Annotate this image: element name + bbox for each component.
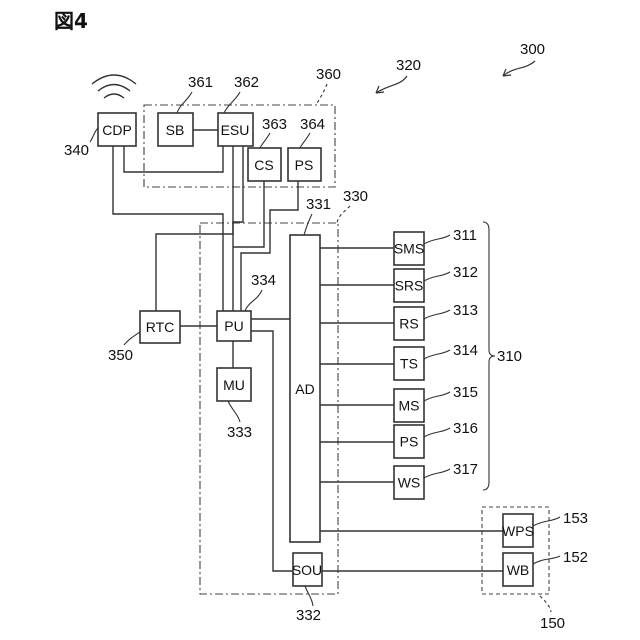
sensor-block-label: RS bbox=[399, 316, 418, 332]
sensor-leader bbox=[424, 428, 450, 437]
sensor-block-label: SMS bbox=[394, 241, 424, 257]
leader-333 bbox=[228, 401, 240, 422]
ref-332: 332 bbox=[296, 607, 321, 624]
block-mu-label: MU bbox=[223, 377, 245, 393]
ref-350: 350 bbox=[108, 347, 133, 364]
block-esu-label: ESU bbox=[221, 122, 250, 138]
sensor-block-label: TS bbox=[400, 356, 418, 372]
leader-364 bbox=[300, 133, 310, 148]
sensor-ref: 312 bbox=[453, 264, 478, 281]
sensor-block-label: WS bbox=[398, 475, 421, 491]
block-ps-364: PS bbox=[288, 148, 321, 181]
block-ad: AD bbox=[290, 235, 320, 542]
sensor-ref: 311 bbox=[453, 227, 477, 244]
sensor-block-label: SRS bbox=[395, 278, 424, 294]
sensor-leader bbox=[424, 310, 450, 319]
ref-333: 333 bbox=[227, 424, 252, 441]
leader-150 bbox=[540, 596, 551, 612]
block-pu: PU bbox=[217, 311, 251, 341]
ref-153: 153 bbox=[563, 510, 588, 527]
leader-340 bbox=[90, 128, 98, 142]
sensor-leader bbox=[424, 272, 450, 281]
leader-332 bbox=[305, 586, 313, 606]
ref-334: 334 bbox=[251, 272, 276, 289]
sensor-leader bbox=[424, 350, 450, 359]
ref-330: 330 bbox=[343, 188, 368, 205]
block-cdp: CDP bbox=[98, 113, 136, 146]
figure-title: 図4 bbox=[54, 9, 88, 33]
leader-362 bbox=[224, 92, 240, 113]
ref-310: 310 bbox=[497, 348, 522, 365]
sensor-block: TS 314 bbox=[394, 342, 478, 380]
ref-300: 300 bbox=[520, 41, 545, 58]
sensor-block: SRS 312 bbox=[394, 264, 478, 302]
block-sb: SB bbox=[158, 113, 193, 146]
sensor-block: WS 317 bbox=[394, 461, 478, 499]
sensor-block: SMS 311 bbox=[394, 227, 477, 265]
wireless-signal-icon bbox=[92, 75, 136, 98]
block-rtc-label: RTC bbox=[146, 319, 175, 335]
block-wps: WPS bbox=[502, 514, 534, 547]
leader-330 bbox=[337, 206, 350, 223]
block-sou-label: SOU bbox=[292, 562, 322, 578]
sensor-block-label: MS bbox=[399, 398, 420, 414]
leader-363 bbox=[260, 133, 270, 148]
sensor-ref: 313 bbox=[453, 302, 478, 319]
block-wps-label: WPS bbox=[502, 523, 534, 539]
ref-331: 331 bbox=[306, 196, 331, 213]
leader-152 bbox=[533, 556, 560, 564]
block-rtc: RTC bbox=[140, 311, 180, 343]
leader-153 bbox=[533, 517, 560, 526]
leader-334 bbox=[245, 290, 262, 311]
sensor-block: PS 316 bbox=[394, 420, 478, 458]
block-ps-364-label: PS bbox=[295, 157, 314, 173]
sensor-ref: 314 bbox=[453, 342, 478, 359]
leader-360 bbox=[316, 84, 327, 105]
sensor-block-label: PS bbox=[400, 434, 419, 450]
ref-150: 150 bbox=[540, 615, 565, 632]
ref-340: 340 bbox=[64, 142, 89, 159]
block-esu: ESU bbox=[218, 113, 253, 146]
sensor-leader bbox=[424, 469, 450, 478]
ref-364: 364 bbox=[300, 116, 325, 133]
ref-362: 362 bbox=[234, 74, 259, 91]
block-wb: WB bbox=[503, 553, 533, 586]
ref-152: 152 bbox=[563, 549, 588, 566]
ref-363: 363 bbox=[262, 116, 287, 133]
block-wb-label: WB bbox=[507, 562, 530, 578]
block-cs: CS bbox=[248, 148, 281, 181]
sensor-ref: 316 bbox=[453, 420, 478, 437]
ref-320: 320 bbox=[396, 57, 421, 74]
block-ad-label: AD bbox=[295, 381, 314, 397]
sensor-ref: 315 bbox=[453, 384, 478, 401]
sensor-ref: 317 bbox=[453, 461, 478, 478]
ref-361: 361 bbox=[188, 74, 213, 91]
ref-360: 360 bbox=[316, 66, 341, 83]
sensor-block: MS 315 bbox=[394, 384, 478, 422]
sensor-leader bbox=[424, 235, 450, 244]
sensor-block: RS 313 bbox=[394, 302, 478, 340]
brace-310 bbox=[483, 222, 495, 490]
arrow-300 bbox=[503, 61, 535, 76]
block-mu: MU bbox=[217, 368, 251, 401]
block-sou: SOU bbox=[292, 553, 322, 586]
sensor-leader bbox=[424, 392, 450, 401]
block-cs-label: CS bbox=[254, 157, 273, 173]
block-sb-label: SB bbox=[166, 122, 185, 138]
block-cdp-label: CDP bbox=[102, 122, 132, 138]
sensor-list: SMS 311SRS 312RS 313TS 314MS 315PS 316WS 317 bbox=[394, 227, 478, 499]
leader-331 bbox=[304, 214, 312, 235]
leader-361 bbox=[177, 92, 192, 113]
block-pu-label: PU bbox=[224, 318, 243, 334]
arrow-320 bbox=[376, 76, 407, 93]
leader-350 bbox=[124, 332, 140, 345]
